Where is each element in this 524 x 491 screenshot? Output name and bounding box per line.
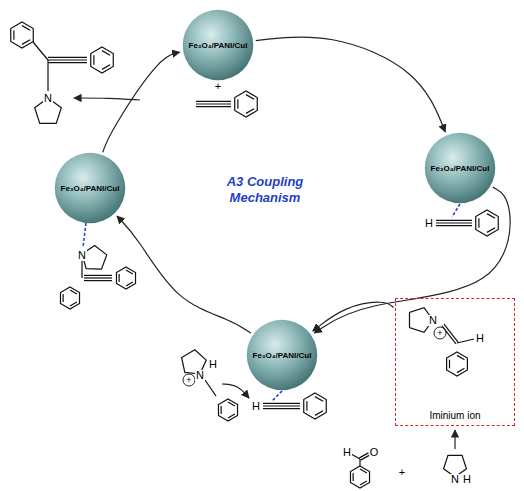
atom-label: H [251, 401, 261, 412]
sphere-fill [247, 320, 318, 391]
iminium-box: Iminium ion [395, 298, 515, 426]
catalyst-label: Fe₃O₄/PANI/CuI [189, 41, 248, 50]
catalyst-label: Fe₃O₄/PANI/CuI [253, 351, 312, 360]
plus-sign: + [398, 467, 406, 478]
catalyst-sphere: Fe₃O₄/PANI/CuI [54, 152, 126, 224]
catalyst-label: Fe₃O₄/PANI/CuI [61, 184, 120, 193]
atom-label: N [77, 250, 87, 261]
atom-label: H [342, 447, 352, 458]
atom-label: N [428, 315, 438, 326]
molecule-strokes [11, 22, 499, 488]
sphere-fill [55, 153, 126, 224]
atom-label: O [369, 447, 380, 458]
diagram-title: A3 Coupling Mechanism [215, 174, 315, 206]
box-caption: Iminium ion [396, 410, 514, 421]
atom-label: N [43, 93, 53, 104]
plus-sign: + [185, 376, 192, 385]
atom-label: H [208, 359, 218, 370]
catalyst-label: Fe₃O₄/PANI/CuI [431, 164, 490, 173]
atom-label: N [195, 370, 205, 381]
catalyst-sphere: Fe₃O₄/PANI/CuI [424, 132, 496, 204]
cycle-arrow [117, 216, 251, 333]
catalyst-sphere: Fe₃O₄/PANI/CuI [246, 319, 318, 391]
cycle-arrow [103, 52, 180, 152]
sphere-fill [183, 10, 254, 81]
plus-sign: + [436, 329, 443, 338]
atom-label: H [475, 333, 485, 344]
cycle-arrow [256, 37, 446, 132]
atom-label: N [450, 474, 460, 485]
catalyst-sphere: Fe₃O₄/PANI/CuI [182, 9, 254, 81]
sphere-fill [425, 133, 496, 204]
atom-label: H [462, 474, 472, 485]
plus-sign: + [214, 81, 222, 92]
cycle-arrow [313, 302, 394, 331]
cycle-arrow [314, 187, 510, 333]
atom-label: H [424, 218, 434, 229]
